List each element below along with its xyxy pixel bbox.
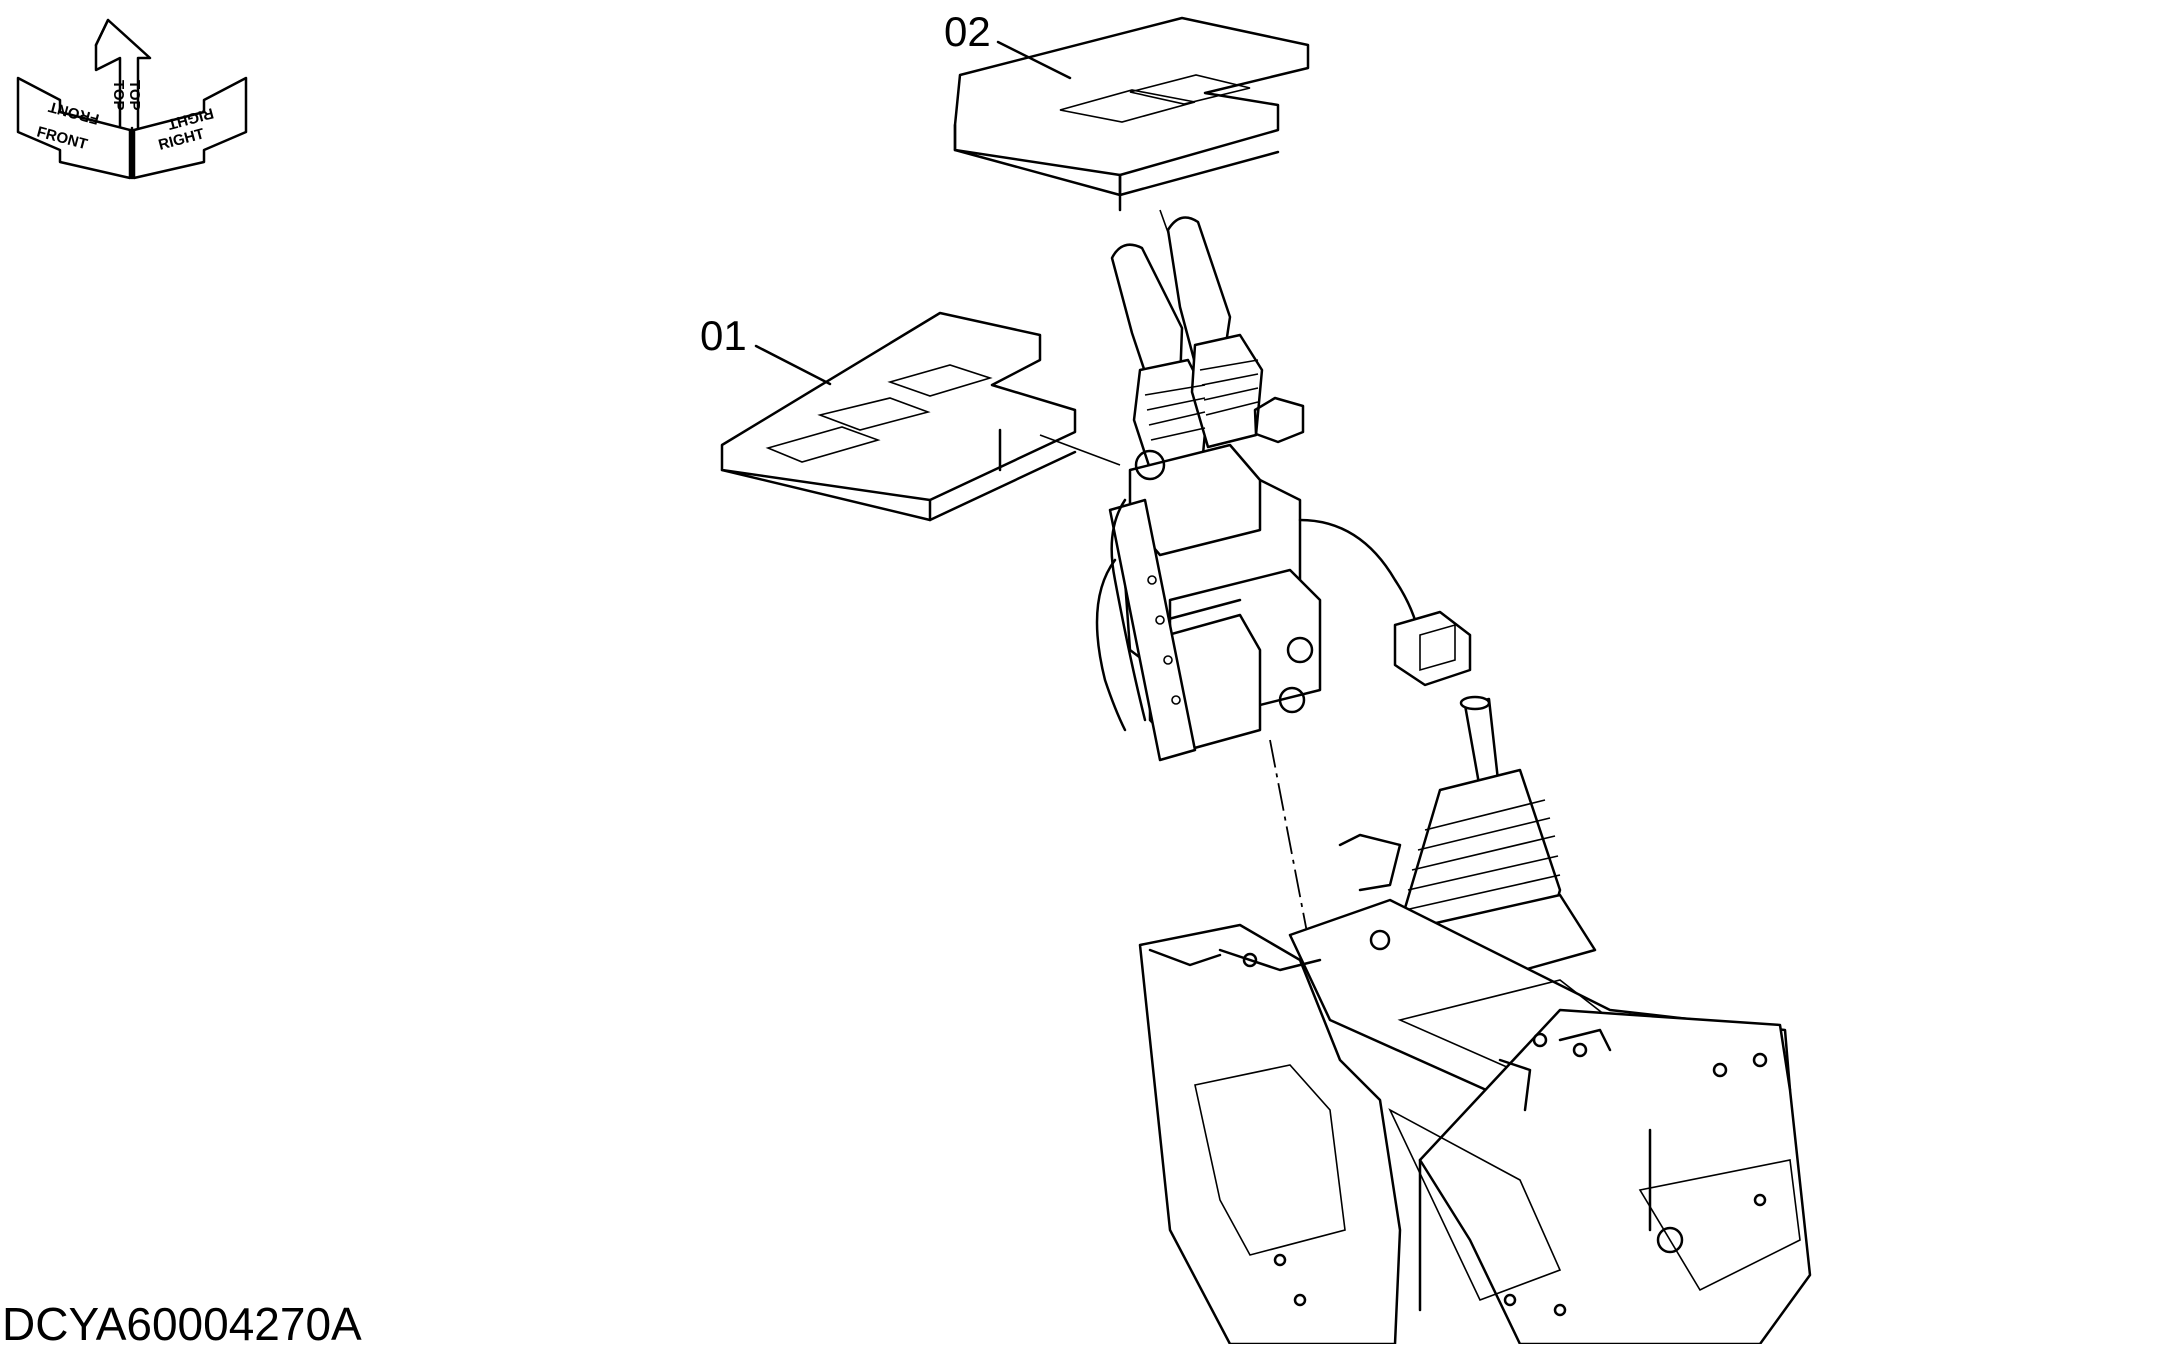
foam-pad-01 (720, 311, 1077, 522)
orientation-label-top: TOP (110, 80, 127, 111)
orientation-arrows-icon: FRONT FRONT TOP TOP RIGHT RIGHT (16, 18, 248, 180)
callout-01: 01 (700, 312, 832, 386)
callout-label-01: 01 (700, 312, 747, 359)
foam-pad-02 (953, 16, 1310, 212)
callout-02: 02 (944, 8, 1072, 80)
drawing-code: DCYA60004270A (2, 1298, 362, 1344)
callout-label-02: 02 (944, 8, 991, 55)
pilot-valve-assembly (1095, 216, 1472, 762)
orientation-label-top-mirror: TOP (126, 80, 143, 111)
control-console (1138, 695, 1812, 1346)
